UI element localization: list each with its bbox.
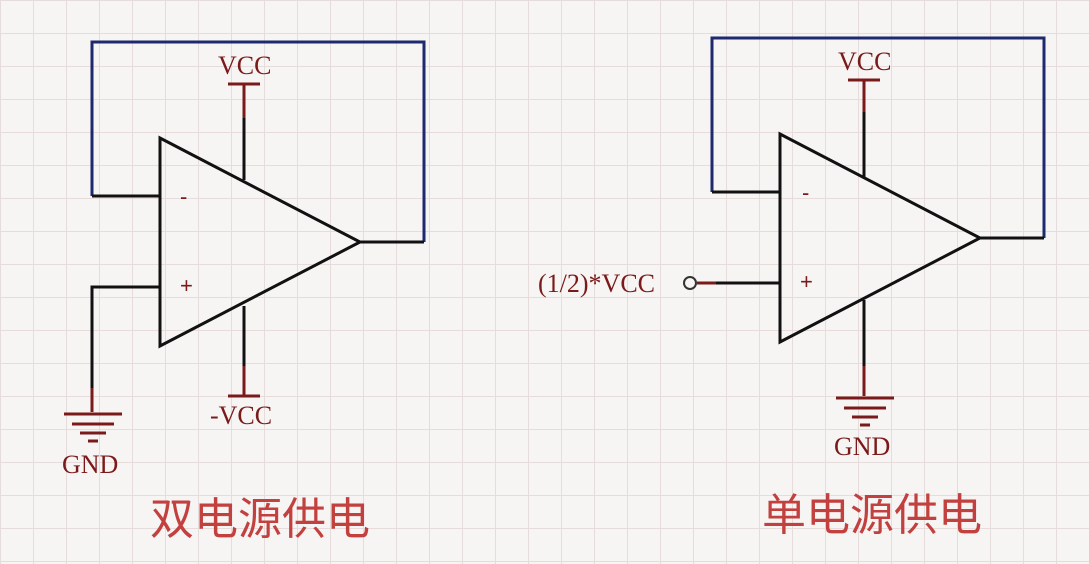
ground-symbol <box>836 396 894 427</box>
dual-supply-caption: 双电源供电 <box>150 494 370 545</box>
dual-supply-circuit: - + VCC -VCC GND 双电源供电 <box>62 40 426 545</box>
gnd-label: GND <box>834 432 890 461</box>
neg-vcc-label: -VCC <box>210 401 272 430</box>
bias-input-terminal-icon[interactable] <box>683 276 697 290</box>
single-supply-circuit: (1/2)*VCC - + VCC GND 单电源供电 <box>538 36 1046 541</box>
op-amp-triangle <box>778 131 984 345</box>
feedback-wire <box>90 40 426 242</box>
bias-input-label: (1/2)*VCC <box>538 269 655 298</box>
single-supply-caption: 单电源供电 <box>762 490 982 541</box>
vcc-label: VCC <box>838 47 891 76</box>
noninverting-sign: + <box>180 273 193 298</box>
ground-symbol <box>64 412 122 443</box>
vcc-label: VCC <box>218 51 271 80</box>
inverting-sign: - <box>180 184 187 209</box>
noninverting-input-wire <box>90 285 160 388</box>
noninverting-sign: + <box>800 269 813 294</box>
feedback-wire <box>710 36 1046 238</box>
gnd-label: GND <box>62 450 118 479</box>
op-amp-triangle <box>158 135 364 349</box>
inverting-sign: - <box>802 180 809 205</box>
